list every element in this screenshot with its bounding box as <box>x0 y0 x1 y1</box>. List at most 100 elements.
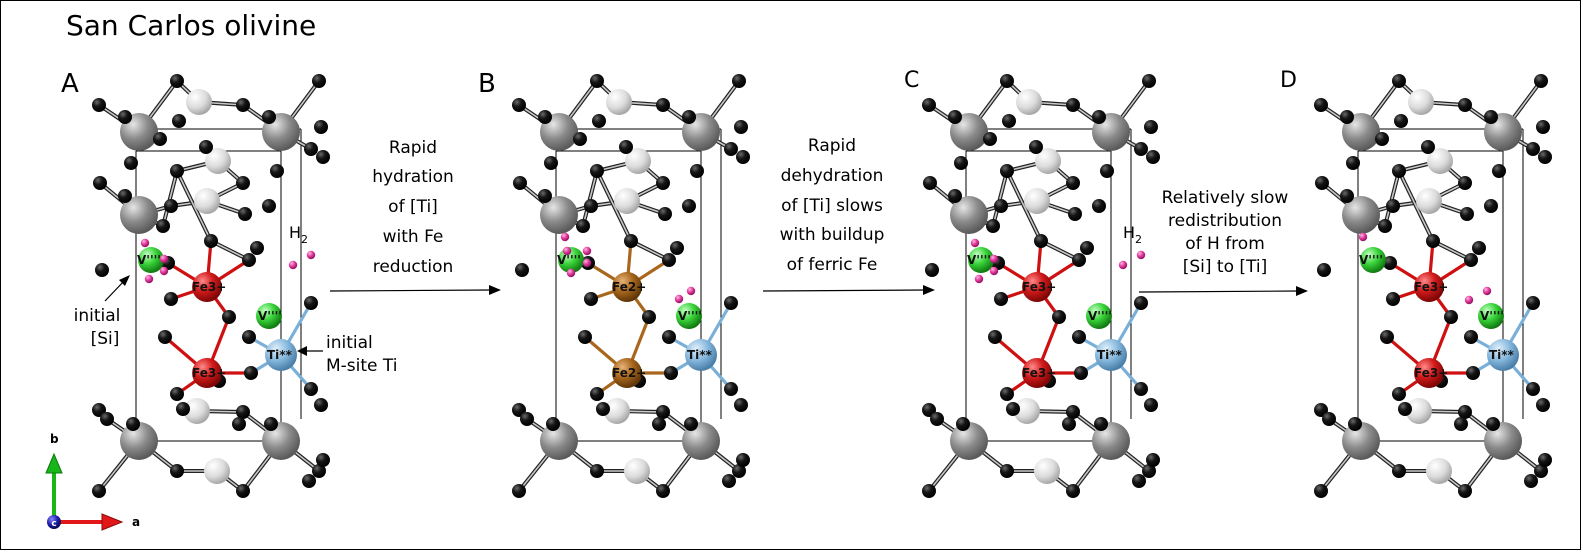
process-arrow-3 <box>1138 286 1308 296</box>
oxygen-atom <box>642 310 656 324</box>
oxygen-atom <box>1080 241 1094 255</box>
hydrogen-atom <box>1118 260 1128 270</box>
oxygen-atom <box>1340 189 1354 203</box>
fe-atom-label: Fe3+ <box>1414 366 1448 380</box>
mg-site-atom <box>1014 398 1040 424</box>
fe-atom-label: Fe3+ <box>192 280 226 294</box>
vacancy-atom-m <box>256 303 282 329</box>
hydrogen-atom <box>989 266 999 276</box>
panel-letter-a: A <box>61 69 79 99</box>
oxygen-atom <box>95 263 109 277</box>
axis-a-arrowhead <box>101 513 124 531</box>
oxygen-atom <box>170 387 184 401</box>
oxygen-atom <box>986 219 1000 233</box>
oxygen-atom <box>948 189 962 203</box>
oxygen-atom <box>1380 330 1394 344</box>
mg-site-atom <box>614 188 640 214</box>
mg-site-atom <box>186 89 212 115</box>
oxygen-atom <box>1458 98 1472 112</box>
hydrogen-atom <box>1136 250 1146 260</box>
bond-highlight <box>1432 240 1472 261</box>
bond-highlight <box>176 170 212 242</box>
oxygen-atom <box>520 412 534 426</box>
oxygen-atom <box>956 417 970 431</box>
oxygen-atom <box>948 110 962 124</box>
hydrogen-atom <box>560 232 570 242</box>
oxygen-atom <box>92 403 106 417</box>
oxygen-atom <box>1392 387 1406 401</box>
oxygen-atom <box>1392 464 1406 478</box>
hydrogen-atom <box>562 246 572 256</box>
oxygen-atom <box>1146 150 1160 164</box>
ti-atom <box>685 339 717 371</box>
vacancy-atom-m <box>1478 303 1504 329</box>
oxygen-atom <box>576 219 590 233</box>
axis-c-label: c <box>51 519 56 529</box>
oxygen-atom <box>1466 366 1480 380</box>
oxygen-atom <box>724 382 738 396</box>
oxygen-atom <box>1062 417 1076 431</box>
hydrogen-atom <box>1358 232 1368 242</box>
fe-atom <box>1414 358 1444 388</box>
oxygen-atom <box>988 330 1002 344</box>
oxygen-atom <box>1000 164 1014 178</box>
initial-si-line-1: initial <box>74 306 121 326</box>
oxygen-atom <box>1458 176 1472 190</box>
fe-atom-label: Fe3+ <box>1022 280 1056 294</box>
arrow-caption-1-line-3: of [Ti] <box>388 197 438 217</box>
vacancy-label-m: V'''' <box>258 309 282 323</box>
bond-highlight <box>1040 240 1080 261</box>
bond-highlight <box>1384 170 1400 227</box>
oxygen-atom <box>1092 199 1106 213</box>
axis-a-label: a <box>132 515 140 529</box>
oxygen-atom <box>314 120 328 134</box>
hydrogen-atom <box>974 274 984 284</box>
oxygen-atom <box>1460 207 1474 221</box>
arrow-caption-3-line-3: of H from <box>1185 234 1265 254</box>
silicon-atom <box>950 196 988 234</box>
oxygen-atom <box>1132 474 1146 488</box>
oxygen-atom <box>1486 417 1500 431</box>
mg-site-atom <box>1426 458 1452 484</box>
oxygen-atom <box>1006 402 1020 416</box>
oxygen-atom <box>222 310 236 324</box>
oxygen-atom <box>590 387 604 401</box>
ti-atom-label: Ti** <box>267 348 293 362</box>
oxygen-atom <box>584 199 598 213</box>
oxygen-atom <box>1534 464 1548 478</box>
fe-atom <box>612 272 642 302</box>
oxygen-atom <box>1144 398 1158 412</box>
mg-site-atom <box>1024 188 1050 214</box>
oxygen-atom <box>1100 164 1114 178</box>
oxygen-atom <box>1314 98 1328 112</box>
ti-atom <box>1487 339 1519 371</box>
oxygen-atom <box>1142 464 1156 478</box>
mg-site-atom <box>204 458 230 484</box>
hydrogen-atom <box>1482 286 1492 296</box>
oxygen-atom <box>922 98 936 112</box>
ti-atom <box>1095 339 1127 371</box>
oxygen-atom <box>164 292 178 306</box>
oxygen-atom <box>512 403 526 417</box>
oxygen-atom <box>590 74 604 88</box>
silicon-atom <box>1342 422 1380 460</box>
fe-atom-label: Fe3+ <box>1022 366 1056 380</box>
panel-letter-b: B <box>478 69 496 99</box>
process-arrow-1 <box>329 285 501 295</box>
oxygen-atom <box>1524 474 1538 488</box>
oxygen-atom <box>1317 263 1331 277</box>
oxygen-atom <box>930 412 944 426</box>
oxygen-atom <box>1072 330 1086 344</box>
fe-atom <box>612 358 642 388</box>
oxygen-atom <box>1000 464 1014 478</box>
oxygen-atom <box>578 330 592 344</box>
oxygen-atom <box>164 199 178 213</box>
oxygen-atom <box>172 114 186 128</box>
hydrogen-atom <box>674 294 684 304</box>
mg-site-atom <box>624 458 650 484</box>
hydrogen-atom <box>144 274 154 284</box>
oxygen-atom <box>176 402 190 416</box>
oxygen-atom <box>304 382 318 396</box>
oxygen-atom <box>925 263 939 277</box>
